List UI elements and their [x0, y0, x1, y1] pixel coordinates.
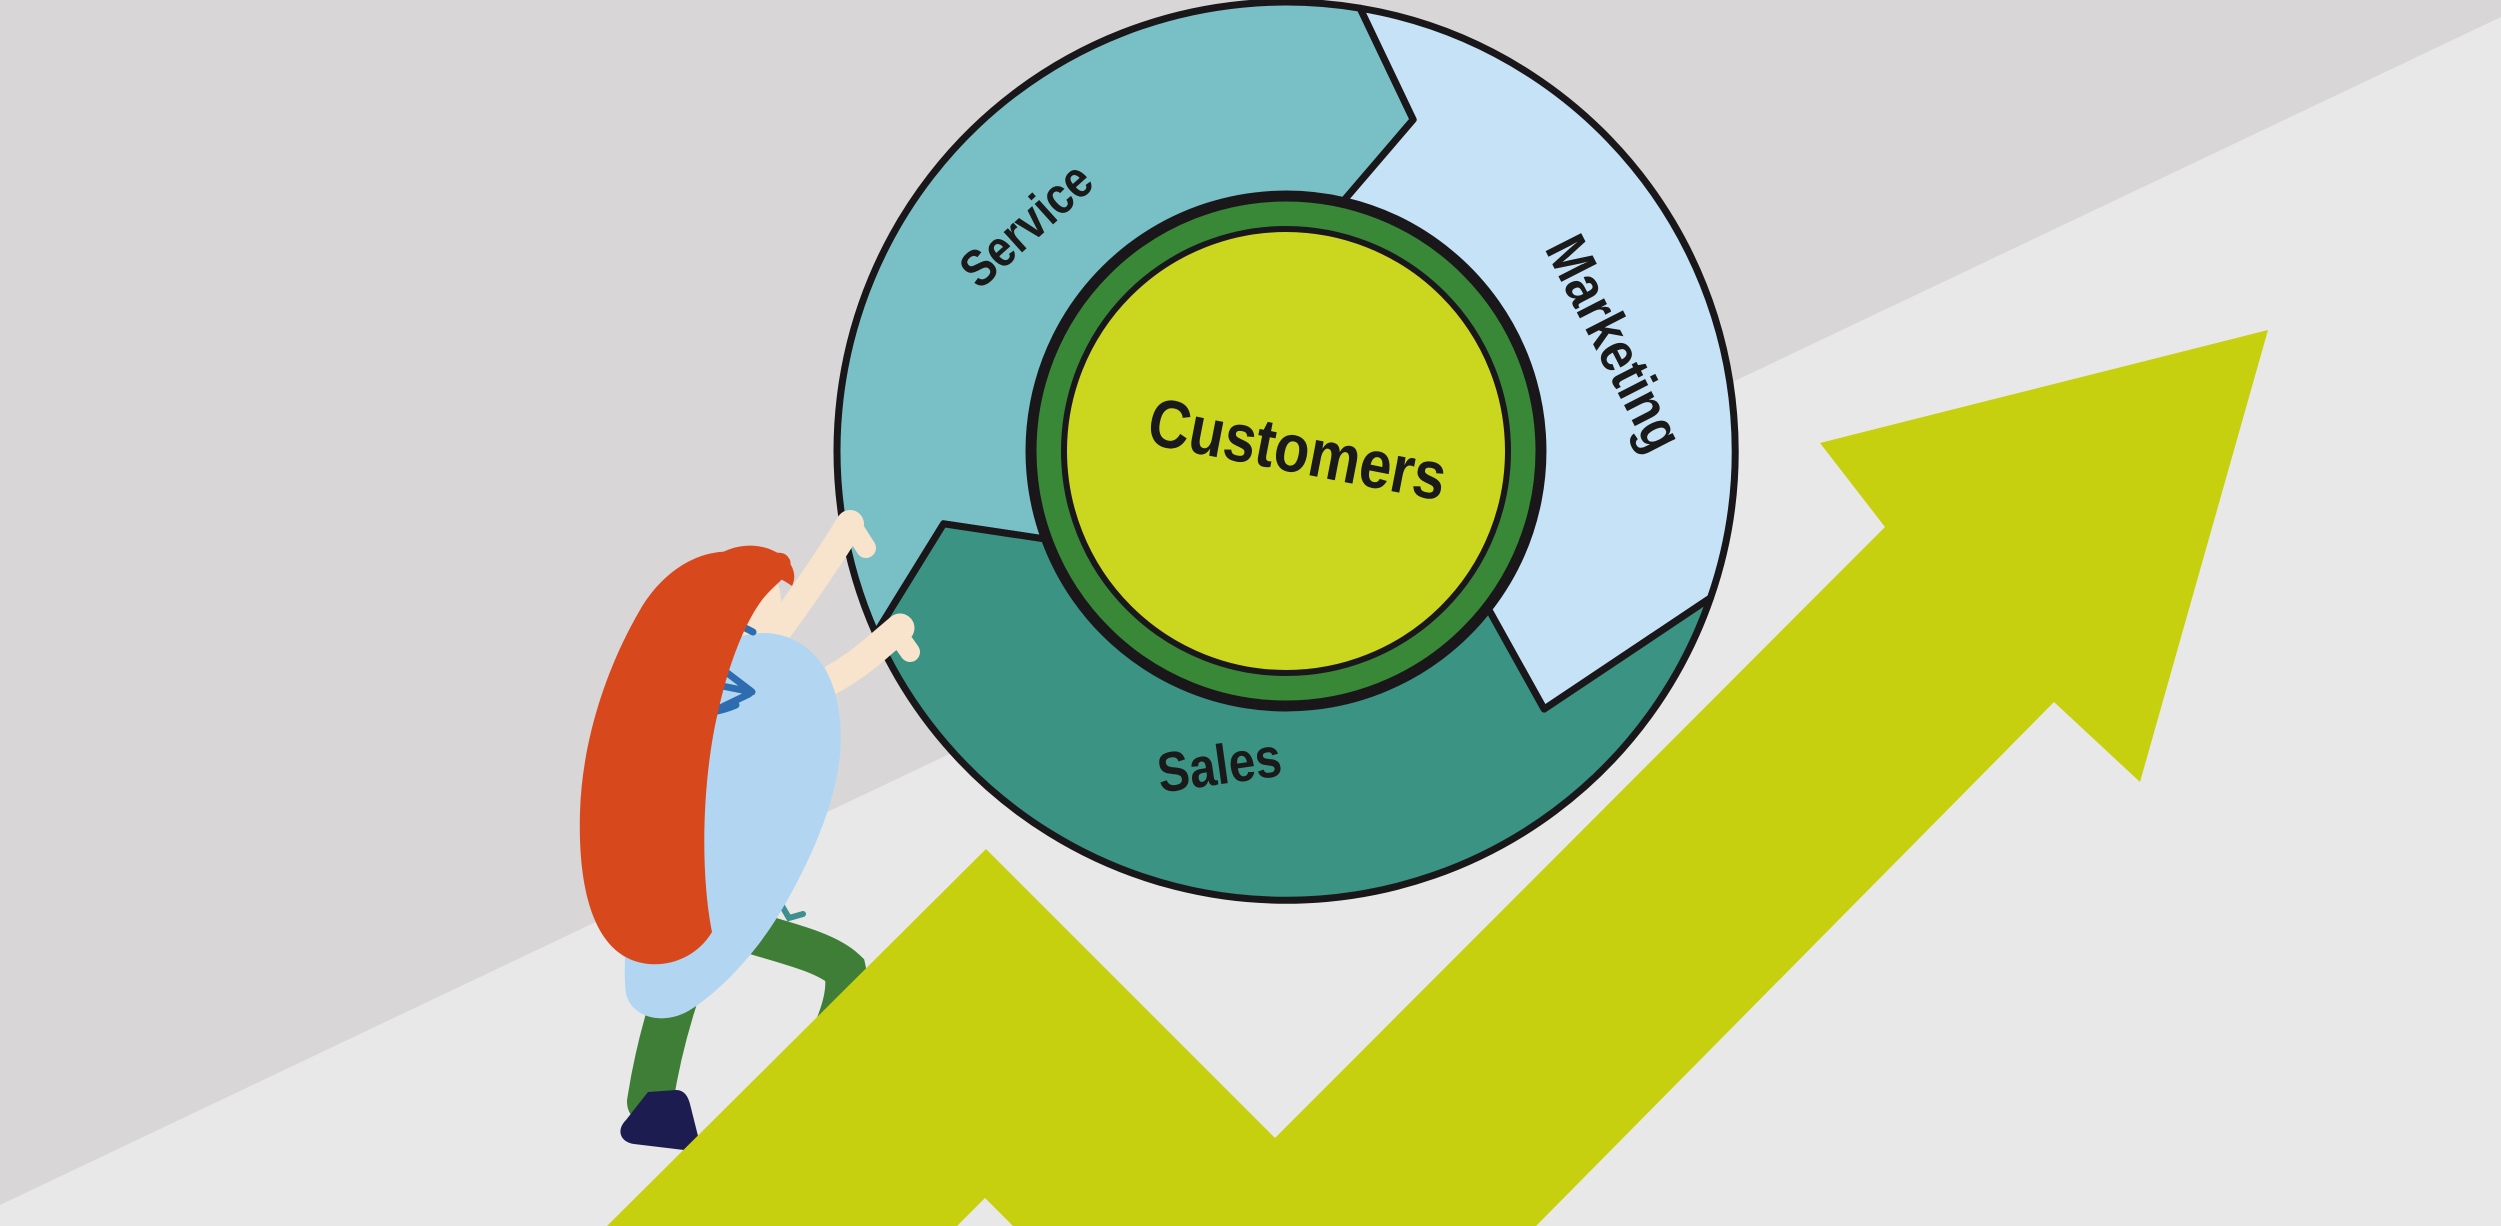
person-hair-top	[700, 545, 795, 586]
growth-arrow	[607, 330, 2268, 1226]
person-back-shoe	[620, 1090, 699, 1151]
person-arm-upper	[764, 510, 864, 644]
pants-knee-mark	[779, 903, 806, 922]
person-hand-lower	[886, 622, 920, 662]
shirt-stroke-2	[722, 668, 755, 695]
person-hand-upper	[842, 516, 876, 558]
flywheel-segment-sales	[872, 520, 1714, 904]
flywheel-center-circle	[1061, 226, 1511, 676]
flywheel-segment-service	[833, 0, 1417, 638]
person-hair	[579, 551, 791, 965]
flywheel	[833, 0, 1739, 904]
